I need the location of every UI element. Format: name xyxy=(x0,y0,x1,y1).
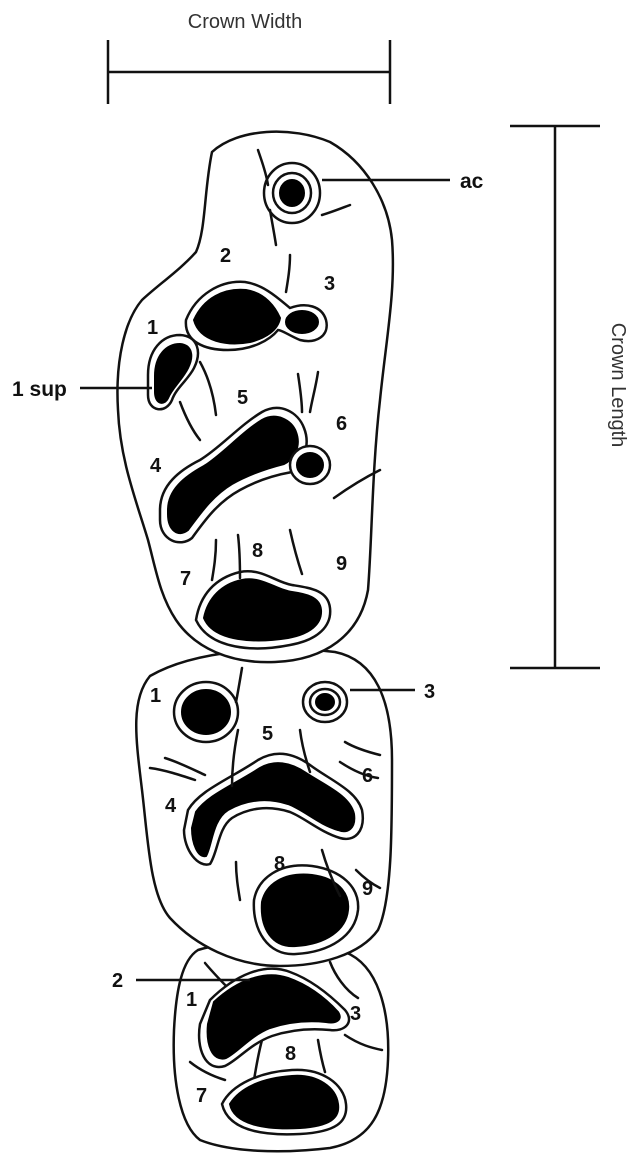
cusp-label-5: 5 xyxy=(262,723,273,745)
cusp-label-8: 8 xyxy=(285,1043,296,1065)
upper-tooth-pit-6 xyxy=(297,453,323,477)
cusp-label-8: 8 xyxy=(252,540,263,562)
cusp-label-2: 2 xyxy=(220,245,231,267)
cusp-label-1: 1 xyxy=(186,989,197,1011)
cusp-label-4: 4 xyxy=(150,455,162,477)
crown-width-label: Crown Width xyxy=(188,11,302,33)
lower-tooth: 1 3 7 8 2 xyxy=(112,943,388,1151)
crown-length-label: Crown Length xyxy=(607,323,629,448)
callout-2-label: 2 xyxy=(112,970,123,992)
middle-tooth: 1 4 5 6 8 9 3 xyxy=(136,649,435,966)
callout-3-label: 3 xyxy=(424,681,435,703)
cusp-label-1: 1 xyxy=(150,685,161,707)
cusp-label-5: 5 xyxy=(237,387,248,409)
cusp-label-7: 7 xyxy=(180,568,191,590)
cusp-label-3: 3 xyxy=(350,1003,361,1025)
middle-tooth-pit-1 xyxy=(182,690,230,734)
cusp-label-6: 6 xyxy=(336,413,347,435)
callout-1sup-label: 1 sup xyxy=(12,378,67,401)
cusp-label-9: 9 xyxy=(336,553,347,575)
middle-tooth-pit-3 xyxy=(316,694,334,710)
cusp-label-7: 7 xyxy=(196,1085,207,1107)
cusp-label-9: 9 xyxy=(362,878,373,900)
crown-length-dimension: Crown Length xyxy=(510,126,629,668)
cusp-label-3: 3 xyxy=(324,273,335,295)
callout-ac-label: ac xyxy=(460,170,484,193)
upper-tooth-pit-3 xyxy=(286,311,318,333)
cusp-label-1: 1 xyxy=(147,317,158,339)
crown-width-dimension: Crown Width xyxy=(108,11,390,104)
cusp-label-4: 4 xyxy=(165,795,177,817)
cusp-label-8: 8 xyxy=(274,853,285,875)
accessory-cusp-pit xyxy=(280,180,304,206)
upper-tooth: 2 3 1 5 6 4 8 9 7 ac 1 sup xyxy=(12,132,484,663)
cusp-label-6: 6 xyxy=(362,765,373,787)
